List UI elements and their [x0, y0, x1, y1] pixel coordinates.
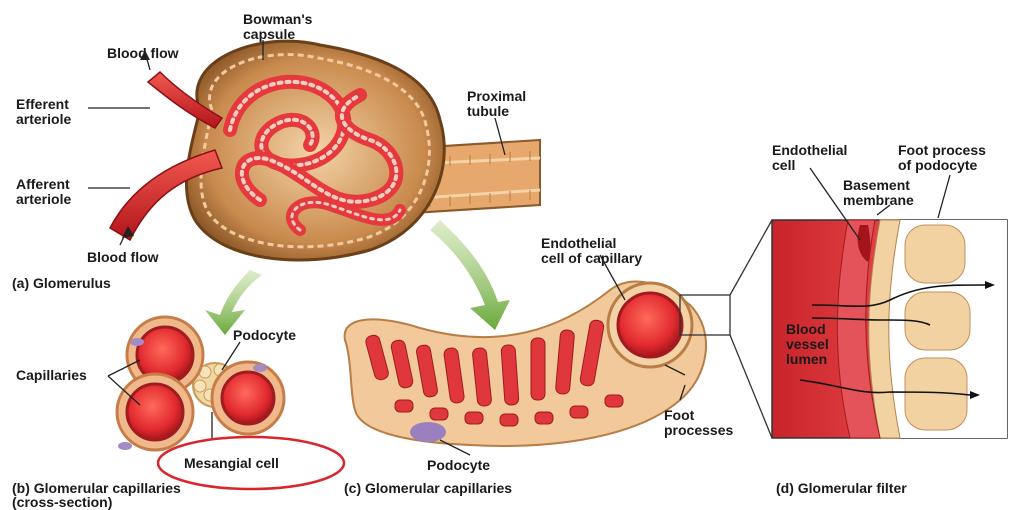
label-basement-membrane: Basement membrane — [843, 178, 914, 208]
label-blood-vessel-lumen: Blood vessel lumen — [786, 322, 829, 367]
arrow-to-b — [205, 270, 262, 335]
label-bowmans-capsule: Bowman's capsule — [243, 12, 312, 42]
panel-d-filter — [772, 168, 1007, 438]
label-mesangial-cell: Mesangial cell — [184, 456, 279, 471]
panel-a-glomerulus — [88, 40, 540, 260]
label-podocyte-c: Podocyte — [427, 458, 490, 473]
arrow-to-c — [430, 220, 510, 330]
label-foot-process-podocyte: Foot process of podocyte — [898, 143, 986, 173]
label-endothelial-cell-capillary: Endothelial cell of capillary — [541, 236, 642, 266]
label-endothelial-cell: Endothelial cell — [772, 143, 847, 173]
caption-b: (b) Glomerular capillaries (cross-sectio… — [12, 481, 181, 509]
zoom-connectors — [730, 220, 772, 438]
caption-a: (a) Glomerulus — [12, 276, 111, 290]
label-proximal-tubule: Proximal tubule — [467, 89, 526, 119]
label-podocyte-b: Podocyte — [233, 328, 296, 343]
foot-processes-d — [905, 225, 970, 430]
label-capillaries: Capillaries — [16, 368, 87, 383]
label-foot-processes: Foot processes — [664, 408, 733, 438]
label-afferent-arteriole: Afferent arteriole — [16, 177, 71, 207]
label-blood-flow-bottom: Blood flow — [87, 250, 159, 265]
caption-d: (d) Glomerular filter — [776, 481, 907, 495]
label-efferent-arteriole: Efferent arteriole — [16, 97, 71, 127]
caption-c: (c) Glomerular capillaries — [344, 481, 512, 495]
label-blood-flow-top: Blood flow — [107, 46, 179, 61]
